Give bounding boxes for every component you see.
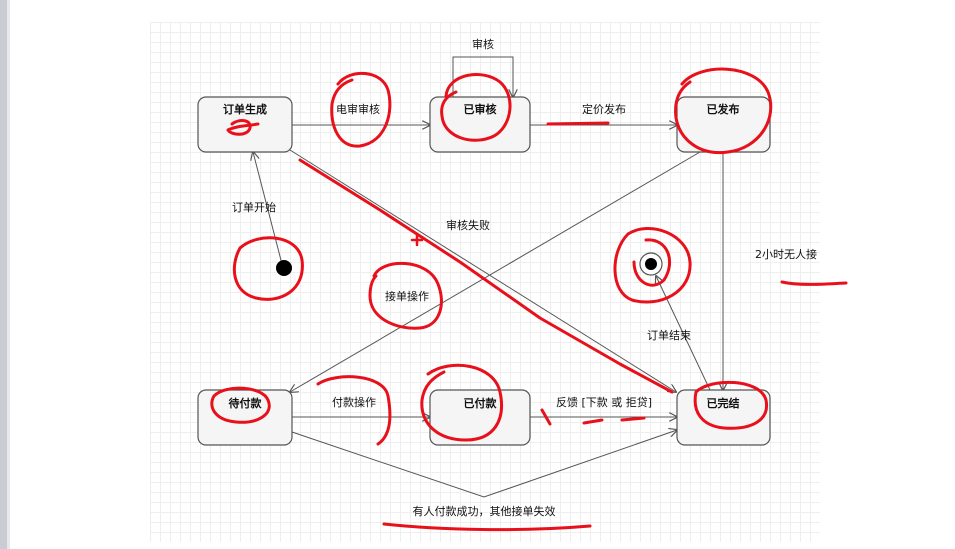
transition-label-someone-paid: 有人付款成功，其他接单失效 bbox=[413, 504, 556, 518]
state-label-completed: 已完结 bbox=[707, 396, 740, 410]
transition-label-take-order: 接单操作 bbox=[385, 289, 429, 303]
annotation-plus-mark bbox=[410, 233, 424, 247]
annotation-circle-reviewed bbox=[440, 73, 512, 142]
final-state-inner bbox=[645, 258, 657, 270]
state-completed bbox=[676, 389, 771, 446]
red-annotations bbox=[210, 67, 848, 532]
transition-label-order-end: 订单结束 bbox=[647, 329, 691, 342]
annotation-diagonal-line bbox=[298, 158, 674, 394]
transition-label-pay-action: 付款操作 bbox=[332, 395, 376, 409]
annotation-circle-start bbox=[232, 236, 304, 301]
window-frame-edge bbox=[7, 0, 10, 549]
annotation-circle-paid bbox=[420, 363, 503, 442]
state-label-reviewed: 已审核 bbox=[464, 102, 497, 116]
state-label-paid: 已付款 bbox=[464, 396, 498, 410]
annotation-scribble-order bbox=[226, 119, 260, 136]
diagram-canvas bbox=[150, 22, 820, 542]
annotation-circle-end bbox=[613, 227, 692, 304]
transition-label-price-publish: 定价发布 bbox=[582, 102, 626, 116]
edge-start-to-order bbox=[253, 152, 284, 269]
transition-label-feedback: 反馈 [下款 或 拒贷] bbox=[556, 395, 652, 409]
transition-label-review-failed: 审核失败 bbox=[446, 218, 490, 232]
state-paid bbox=[429, 389, 531, 446]
annotation-circle-completed bbox=[693, 380, 769, 430]
edge-published-to-pending bbox=[290, 151, 701, 392]
state-label-pending-payment: 待付款 bbox=[228, 396, 263, 410]
state-label-order-generated: 订单生成 bbox=[223, 102, 267, 116]
annotation-circle-pending bbox=[210, 386, 271, 424]
edge-review-self-loop bbox=[452, 56, 513, 97]
state-label-published: 已发布 bbox=[707, 102, 740, 116]
annotation-underline-no-taker bbox=[780, 280, 848, 286]
edge-pending-to-completed-curve bbox=[291, 430, 677, 498]
annotation-underline-someone-paid bbox=[382, 522, 592, 532]
annotation-mark-feedback bbox=[540, 408, 646, 426]
window-frame-left bbox=[0, 0, 7, 549]
state-reviewed bbox=[429, 96, 531, 153]
annotation-circle-published bbox=[674, 67, 773, 155]
edge-order-to-completed bbox=[289, 149, 676, 392]
transition-label-no-taker: 2小时无人接 bbox=[755, 248, 817, 261]
initial-state-node bbox=[276, 260, 292, 276]
annotation-circle-e-review bbox=[330, 71, 392, 148]
annotation-circle-pay-action bbox=[316, 375, 392, 446]
transition-label-e-review: 电审审核 bbox=[336, 102, 380, 116]
annotation-underline-price bbox=[546, 121, 610, 126]
transition-label-order-start: 订单开始 bbox=[232, 200, 276, 214]
transition-label-review-loop: 审核 bbox=[472, 37, 494, 51]
edge-completed-to-end bbox=[656, 276, 711, 391]
annotation-circle-take-order bbox=[368, 262, 443, 330]
